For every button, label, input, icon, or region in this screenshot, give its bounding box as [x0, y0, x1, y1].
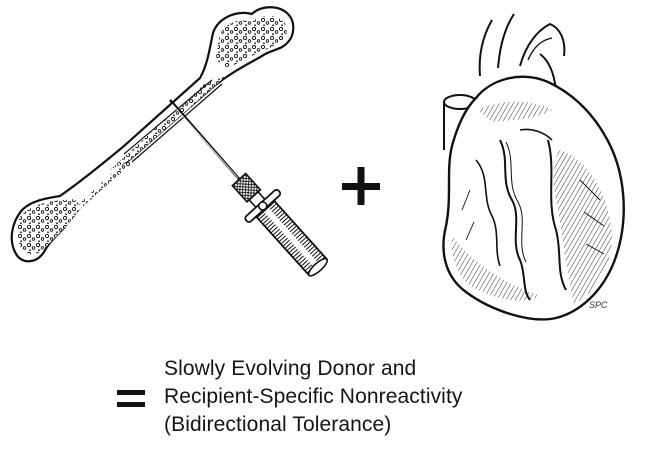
aspiration-needle-illustration [170, 100, 337, 285]
heart-illustration [443, 14, 623, 319]
femur-bone-illustration [12, 7, 294, 261]
plus-operator [342, 167, 380, 205]
caption-line-3: (Bidirectional Tolerance) [164, 411, 624, 439]
result-caption: Slowly Evolving Donor and Recipient-Spec… [164, 355, 624, 439]
equals-operator [117, 390, 145, 407]
caption-line-2: Recipient-Specific Nonreactivity [164, 383, 624, 411]
artist-signature: SPC [589, 300, 608, 310]
caption-line-1: Slowly Evolving Donor and [164, 355, 624, 383]
